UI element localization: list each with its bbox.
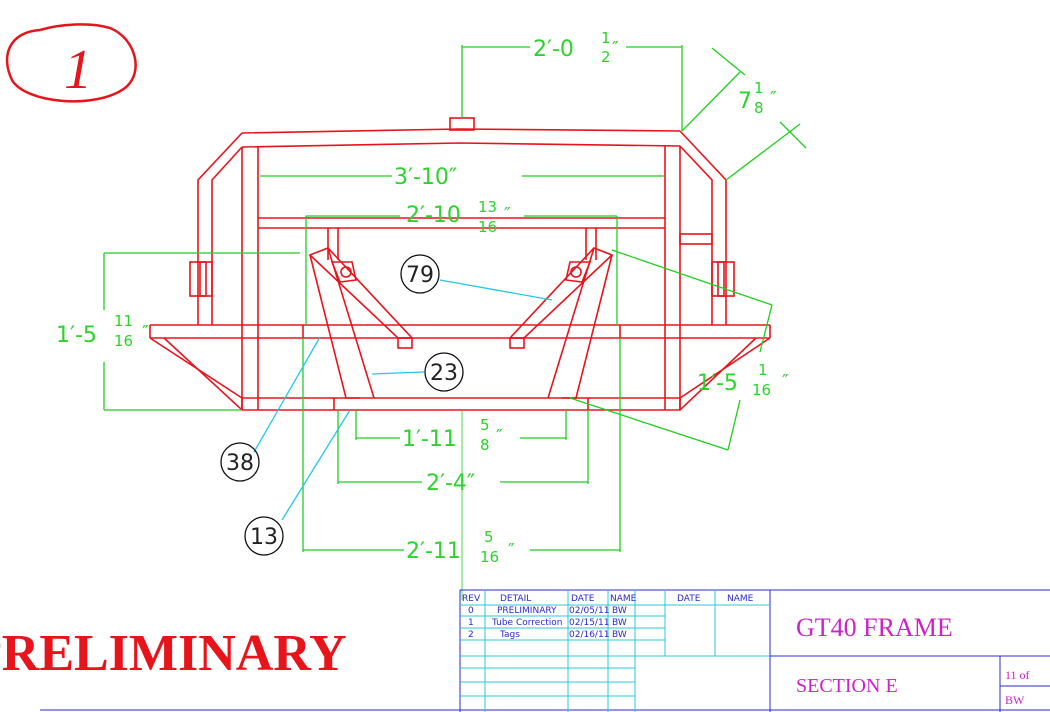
balloon-38-label: 38 — [226, 451, 254, 476]
balloon-79-label: 79 — [406, 263, 434, 288]
dim-lower-3-den: 16 — [480, 548, 499, 566]
balloon-23-label: 23 — [430, 361, 458, 386]
rev-row-0-rev: 0 — [468, 606, 474, 616]
dim-lower-3-whole: 2′-11 — [406, 539, 461, 564]
dimension-labels: 2′-0 1 2 ″ 7 1 8 ″ 3′-10″ 2′-10 13 16 ″ … — [56, 29, 789, 566]
balloon-13 — [244, 516, 284, 556]
preliminary-stamp: PRELIMINARY — [0, 625, 347, 682]
sheet-number-text: 1 — [64, 39, 92, 101]
dim-right-diag-den: 16 — [752, 381, 771, 399]
rev-header-date-2: DATE — [677, 594, 701, 604]
dim-right-diag-whole: 1′-5 — [697, 371, 738, 396]
rev-row: 0 PRELIMINARY 02/05/11 BW — [468, 606, 627, 616]
dim-lower-3-num: 5 — [484, 528, 494, 546]
dim-lower-1-unit: ″ — [496, 426, 503, 447]
rev-row-1-date: 02/15/11 — [569, 618, 609, 628]
dim-top-width-num: 1 — [601, 29, 611, 47]
rev-row-0-detail: PRELIMINARY — [497, 606, 557, 616]
dim-mid-width-num: 13 — [478, 198, 497, 216]
dim-corner-whole: 7 — [738, 89, 752, 114]
rev-row-2-detail: Tags — [499, 630, 520, 640]
title-block: REV DETAIL DATE NAME DATE NAME 0 PRELIMI… — [40, 589, 1050, 712]
dim-right-diag-unit: ″ — [782, 371, 789, 392]
dim-mid-width-unit: ″ — [504, 204, 511, 225]
dim-left-height-unit: ″ — [142, 322, 149, 343]
dim-corner-den: 8 — [754, 99, 764, 117]
sheet-count: 11 of — [1005, 668, 1030, 682]
dim-right-diag-num: 1 — [758, 361, 768, 379]
dim-corner-num: 1 — [754, 79, 764, 97]
dim-lower-2: 2′-4″ — [426, 471, 475, 496]
rev-row-2-rev: 2 — [468, 630, 474, 640]
leader-lines — [253, 279, 553, 521]
dim-left-height-whole: 1′-5 — [56, 323, 97, 348]
drawing-title: GT40 FRAME — [796, 613, 953, 642]
dim-lower-3-unit: ″ — [508, 540, 515, 561]
rev-row: 1 Tube Correction 02/15/11 BW — [468, 618, 627, 628]
dim-lower-1-num: 5 — [480, 416, 490, 434]
rev-header-detail: DETAIL — [500, 594, 531, 604]
rev-header-name: NAME — [610, 594, 637, 604]
balloon-23 — [424, 352, 464, 392]
balloon-13-label: 13 — [250, 525, 278, 550]
dim-top-width-unit: ″ — [612, 38, 619, 59]
dim-left-height-num: 11 — [114, 312, 133, 330]
frame-drawing — [149, 117, 771, 411]
dim-top-width-whole: 2′-0 — [533, 37, 574, 62]
rev-row-1-name: BW — [612, 618, 627, 628]
rev-header-rev: REV — [462, 594, 481, 604]
dim-corner-unit: ″ — [770, 88, 777, 109]
dim-left-height-den: 16 — [114, 332, 133, 350]
dim-mid-width-den: 16 — [478, 218, 497, 236]
dim-top-width-den: 2 — [601, 48, 611, 66]
dim-inner-width: 3′-10″ — [394, 165, 457, 190]
dim-lower-1-whole: 1′-11 — [402, 427, 457, 452]
rev-row-1-detail: Tube Correction — [491, 618, 563, 628]
balloon-38 — [220, 442, 260, 482]
rev-header-name-2: NAME — [727, 594, 754, 604]
rev-row-2-name: BW — [612, 630, 627, 640]
drawn-by: BW — [1005, 693, 1025, 707]
dim-lower-1-den: 8 — [480, 436, 490, 454]
dimensions — [103, 45, 807, 600]
rev-row-0-name: BW — [612, 606, 627, 616]
rev-header-date: DATE — [571, 594, 595, 604]
dim-mid-width-whole: 2′-10 — [406, 203, 461, 228]
section-label: SECTION E — [796, 675, 898, 697]
rev-row-0-date: 02/05/11 — [569, 606, 609, 616]
balloon-79 — [400, 254, 440, 294]
rev-row-1-rev: 1 — [468, 618, 474, 628]
part-balloons: 79 23 38 13 — [220, 254, 464, 556]
rev-row-2-date: 02/16/11 — [569, 630, 609, 640]
rev-row: 2 Tags 02/16/11 BW — [468, 630, 627, 640]
sheet-number-markup: 1 — [5, 23, 137, 103]
